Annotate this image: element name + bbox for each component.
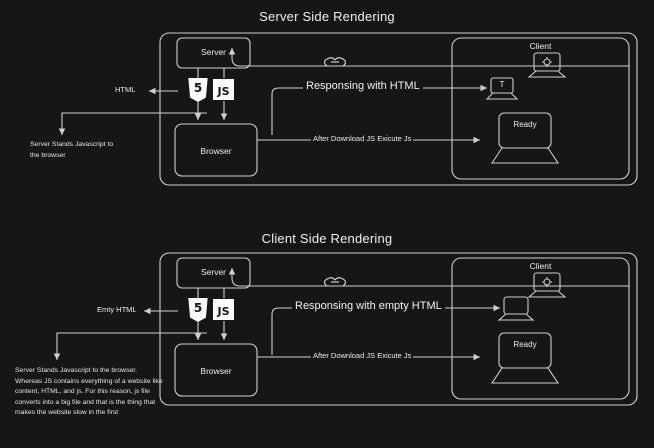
ssr-response-label: Responsing with HTML xyxy=(303,80,423,92)
csr-client-spinner-laptop-icon xyxy=(527,272,567,298)
ssr-request-line xyxy=(228,48,629,67)
ssr-ready-laptop-icon xyxy=(490,112,560,164)
csr-ready-label: Ready xyxy=(513,340,537,349)
csr-response-label: Responsing with empty HTML xyxy=(292,300,445,312)
ssr-gear-icon xyxy=(542,57,552,67)
ssr-server-label: Server xyxy=(200,47,227,57)
ssr-js-icon: JS xyxy=(213,79,234,100)
ssr-js-icon-label: JS xyxy=(217,85,230,98)
ssr-response-line xyxy=(271,84,487,135)
csr-browser-box xyxy=(174,343,258,397)
csr-execute-label: After Download JS Exicute Js xyxy=(311,351,414,360)
csr-js-icon-label: JS xyxy=(217,305,230,318)
csr-outer-container xyxy=(159,252,638,406)
csr-client-container xyxy=(451,257,630,400)
csr-response-line xyxy=(271,304,500,355)
csr-html-out-label: Emty HTML xyxy=(95,305,139,314)
ssr-response-laptop-icon xyxy=(485,77,519,100)
csr-note: Server Stands Javascript to the browser.… xyxy=(15,367,163,417)
csr-ready-laptop-icon xyxy=(490,332,560,384)
csr-client-label: Client xyxy=(529,261,552,271)
csr-note-leader xyxy=(53,332,207,360)
csr-server-box xyxy=(176,257,251,289)
ssr-html5-icon-label: 5 xyxy=(193,81,203,95)
csr-request-line xyxy=(228,268,629,287)
csr-gear-icon xyxy=(542,277,552,287)
ssr-browser-box xyxy=(174,123,258,177)
ssr-note-leader xyxy=(58,112,207,135)
ssr-note: Server Stands Javascript to the browser xyxy=(30,141,114,159)
csr-html5-icon-label: 5 xyxy=(193,301,203,315)
ssr-ready-label: Ready xyxy=(513,120,537,129)
ssr-browser-label: Browser xyxy=(200,146,232,156)
ssr-client-spinner-laptop-icon xyxy=(527,52,567,78)
csr-server-label: Server xyxy=(200,267,227,277)
csr-html5-icon: 5 xyxy=(187,298,209,322)
csr-js-icon: JS xyxy=(213,299,234,320)
ssr-html5-icon: 5 xyxy=(187,78,209,102)
ssr-panel-title: Server Side Rendering xyxy=(259,9,395,24)
ssr-client-container xyxy=(451,37,630,180)
csr-chain-link-icon xyxy=(323,277,347,287)
csr-browser-label: Browser xyxy=(200,366,232,376)
ssr-outer-container xyxy=(159,32,638,186)
ssr-chain-link-icon xyxy=(323,57,347,67)
csr-panel-title: Client Side Rendering xyxy=(261,231,393,246)
ssr-response-laptop-glyph: T xyxy=(499,80,505,89)
ssr-execute-label: After Download JS Exicute Js xyxy=(311,134,414,143)
ssr-client-label: Client xyxy=(529,41,552,51)
csr-response-laptop-icon xyxy=(497,296,535,321)
ssr-html-out-label: HTML xyxy=(113,85,138,94)
ssr-server-box xyxy=(176,37,251,69)
